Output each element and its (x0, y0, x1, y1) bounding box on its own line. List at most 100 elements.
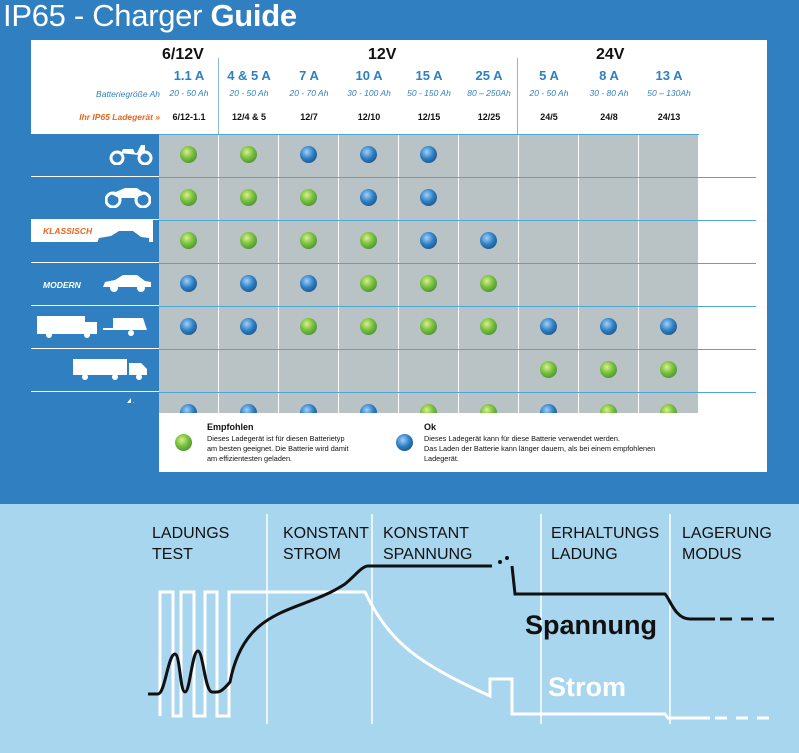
compatibility-grid (159, 134, 699, 413)
ok-dot (300, 146, 317, 163)
recommended-dot (420, 318, 437, 335)
ok-dot (360, 189, 377, 206)
recommended-dot (480, 318, 497, 335)
ok-dot (360, 146, 377, 163)
section-divider-band (0, 472, 799, 504)
charger-model-row-label: Ihr IP65 Ladegerät » (79, 112, 160, 122)
amperage-header: 7 A (299, 68, 319, 83)
grid-column-line (578, 134, 579, 413)
recommended-dot (300, 232, 317, 249)
legend-ok-text: Dieses Ladegerät kann für diese Batterie… (424, 434, 656, 463)
scooter-icon (109, 139, 153, 170)
vehicle-row-modern-car: MODERN (31, 263, 159, 306)
charger-model-header: 12/10 (357, 112, 381, 122)
battery-size-header: 50 - 150 Ah (407, 88, 451, 98)
ok-dot (660, 318, 677, 335)
recommended-dot (240, 146, 257, 163)
legend-recommended-title: Empfohlen (207, 422, 254, 432)
modern-car-icon (101, 273, 153, 298)
legend-ok-dot (396, 434, 413, 451)
ok-dot (240, 318, 257, 335)
voltage-header-12v: 12V (368, 46, 397, 63)
ok-dot (420, 146, 437, 163)
voltage-header-24v: 24V (596, 46, 625, 63)
header-divider (218, 58, 219, 134)
voltage-curve (148, 564, 715, 696)
classic-car-icon (95, 229, 151, 254)
recommended-dot (300, 318, 317, 335)
grid-column-line (518, 134, 519, 413)
charger-model-header: 12/15 (417, 112, 441, 122)
klassisch-label: KLASSISCH (43, 226, 93, 236)
grid-column-line (698, 134, 699, 413)
grid-row-line (159, 392, 756, 393)
recommended-dot (240, 189, 257, 206)
grid-column-line (638, 134, 639, 413)
battery-size-header: 50 – 130Ah (647, 88, 691, 98)
header-divider (517, 58, 518, 134)
charging-curves (148, 514, 775, 724)
charger-model-header: 24/8 (600, 112, 618, 122)
charger-model-header: 12/25 (477, 112, 501, 122)
recommended-dot (600, 361, 617, 378)
ok-dot (240, 275, 257, 292)
title-bar: IP65 - Charger Guide (0, 0, 799, 40)
current-curve (158, 590, 710, 720)
amperage-header: 25 A (475, 68, 503, 83)
amperage-header: 13 A (655, 68, 683, 83)
recommended-dot (360, 275, 377, 292)
recommended-dot (240, 232, 257, 249)
battery-size-header: 20 - 70 Ah (289, 88, 329, 98)
recommended-dot (180, 232, 197, 249)
ok-dot (180, 275, 197, 292)
battery-size-header: 20 - 50 Ah (229, 88, 269, 98)
grid-row-line (159, 177, 756, 178)
page-title: IP65 - Charger Guide (3, 0, 297, 33)
charger-model-header: 24/5 (540, 112, 558, 122)
vehicle-row-motorcycle (31, 177, 159, 220)
grid-column-line (338, 134, 339, 413)
grid-column-line (218, 134, 219, 413)
recommended-dot (480, 275, 497, 292)
ok-dot (180, 318, 197, 335)
battery-size-header: 80 – 250Ah (467, 88, 511, 98)
modern-label: MODERN (43, 280, 81, 290)
current-curve-label: Strom (548, 672, 627, 702)
ok-dot (600, 318, 617, 335)
recommended-dot (420, 275, 437, 292)
amperage-header: 8 A (599, 68, 619, 83)
legend-blue-strip (31, 403, 159, 472)
vehicle-row-truck (31, 349, 159, 392)
motorcycle-icon (104, 182, 152, 213)
ok-dot (540, 318, 557, 335)
voltage-curve-label: Spannung (525, 610, 657, 640)
amperage-header: 5 A (539, 68, 559, 83)
vehicle-row-classic-car: KLASSISCH (31, 220, 159, 263)
charger-model-header: 12/4 & 5 (231, 112, 267, 122)
legend-ok-title: Ok (424, 422, 437, 432)
recommended-dot (180, 189, 197, 206)
voltage-header-6-12v: 6/12V (162, 46, 204, 63)
grid-row-line (159, 134, 699, 135)
ok-dot (420, 189, 437, 206)
recommended-dot (300, 189, 317, 206)
amperage-header: 10 A (355, 68, 383, 83)
legend (159, 413, 699, 472)
charger-model-header: 6/12-1.1 (172, 112, 206, 122)
voltage-gap-dot (505, 556, 509, 560)
grid-row-line (159, 220, 756, 221)
legend-recommended-dot (175, 434, 192, 451)
recommended-dot (660, 361, 677, 378)
recommended-dot (360, 232, 377, 249)
charger-model-header: 24/13 (657, 112, 681, 122)
battery-size-header: 20 - 50 Ah (169, 88, 209, 98)
recommended-dot (180, 146, 197, 163)
amperage-header: 1.1 A (173, 68, 205, 83)
ok-dot (420, 232, 437, 249)
grid-row-line (159, 349, 756, 350)
